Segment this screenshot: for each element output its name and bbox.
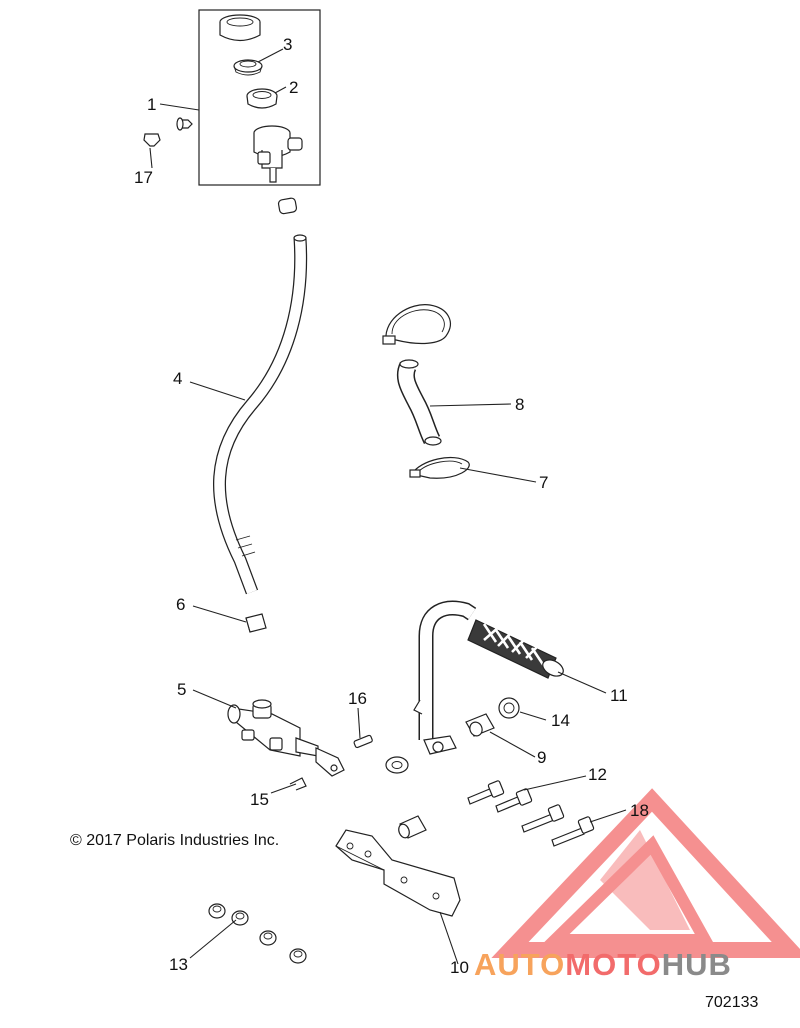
pivot-spacer bbox=[465, 713, 495, 737]
watermark-part-moto: MOTO bbox=[565, 947, 661, 982]
label-part-7: 7 bbox=[539, 473, 548, 492]
label-part-12: 12 bbox=[588, 765, 607, 784]
pedal-bracket bbox=[335, 829, 461, 917]
master-cylinder bbox=[227, 699, 345, 777]
label-part-6: 6 bbox=[176, 595, 185, 614]
bolt bbox=[495, 788, 533, 813]
label-part-4: 4 bbox=[173, 369, 182, 388]
band-clamp-upper bbox=[382, 304, 451, 345]
bolt bbox=[551, 816, 595, 847]
copyright-notice: © 2017 Polaris Industries Inc. bbox=[70, 832, 279, 849]
nut bbox=[231, 910, 249, 926]
pedal-bushing bbox=[498, 697, 520, 719]
label-part-16: 16 bbox=[348, 689, 367, 708]
clevis-pin bbox=[353, 734, 373, 749]
label-part-3: 3 bbox=[283, 35, 292, 54]
reservoir-assembly-box bbox=[198, 9, 321, 186]
label-part-10: 10 bbox=[450, 958, 469, 977]
label-part-1: 1 bbox=[147, 95, 156, 114]
hose-clamp-upper bbox=[277, 197, 298, 215]
label-part-18: 18 bbox=[630, 801, 649, 820]
watermark-part-auto: AUTO bbox=[474, 947, 565, 982]
leader-lines bbox=[149, 48, 627, 965]
label-part-15: 15 bbox=[250, 790, 269, 809]
figure-number: 702133 bbox=[705, 994, 758, 1011]
vent-hose bbox=[396, 359, 442, 446]
part-labels: 1 2 3 4 5 6 7 8 9 10 11 12 13 14 15 16 1… bbox=[134, 35, 649, 977]
mounting-bolts bbox=[467, 780, 595, 847]
label-part-2: 2 bbox=[289, 78, 298, 97]
nut bbox=[208, 903, 226, 919]
push-pin-lower bbox=[143, 133, 161, 147]
nut bbox=[289, 948, 307, 964]
watermark-logo bbox=[491, 788, 800, 958]
label-part-14: 14 bbox=[551, 711, 570, 730]
brake-pedal bbox=[413, 600, 564, 755]
label-part-17: 17 bbox=[134, 168, 153, 187]
reservoir-body bbox=[253, 125, 303, 183]
watermark-part-hub: HUB bbox=[662, 947, 732, 982]
feed-hose bbox=[213, 234, 308, 595]
hose-clamp-lower bbox=[245, 613, 267, 633]
bolt bbox=[467, 780, 505, 805]
band-clamp-lower bbox=[409, 456, 470, 479]
diaphragm bbox=[233, 59, 263, 76]
label-part-8: 8 bbox=[515, 395, 524, 414]
nut bbox=[259, 930, 277, 946]
pedal-grip bbox=[467, 619, 564, 679]
watermark-wordmark: AUTOMOTOHUB bbox=[474, 947, 732, 982]
retaining-clip bbox=[289, 777, 307, 791]
label-part-11: 11 bbox=[610, 686, 628, 705]
label-part-5: 5 bbox=[177, 680, 186, 699]
label-part-13: 13 bbox=[169, 955, 188, 974]
flange-nuts bbox=[208, 903, 307, 964]
push-pin-upper bbox=[176, 117, 193, 131]
bracket-spacer bbox=[398, 815, 427, 839]
bolt bbox=[521, 804, 565, 833]
bushing-washer bbox=[385, 756, 409, 774]
reservoir-cap bbox=[219, 14, 261, 42]
seal-ring bbox=[246, 88, 278, 109]
label-part-9: 9 bbox=[537, 748, 546, 767]
